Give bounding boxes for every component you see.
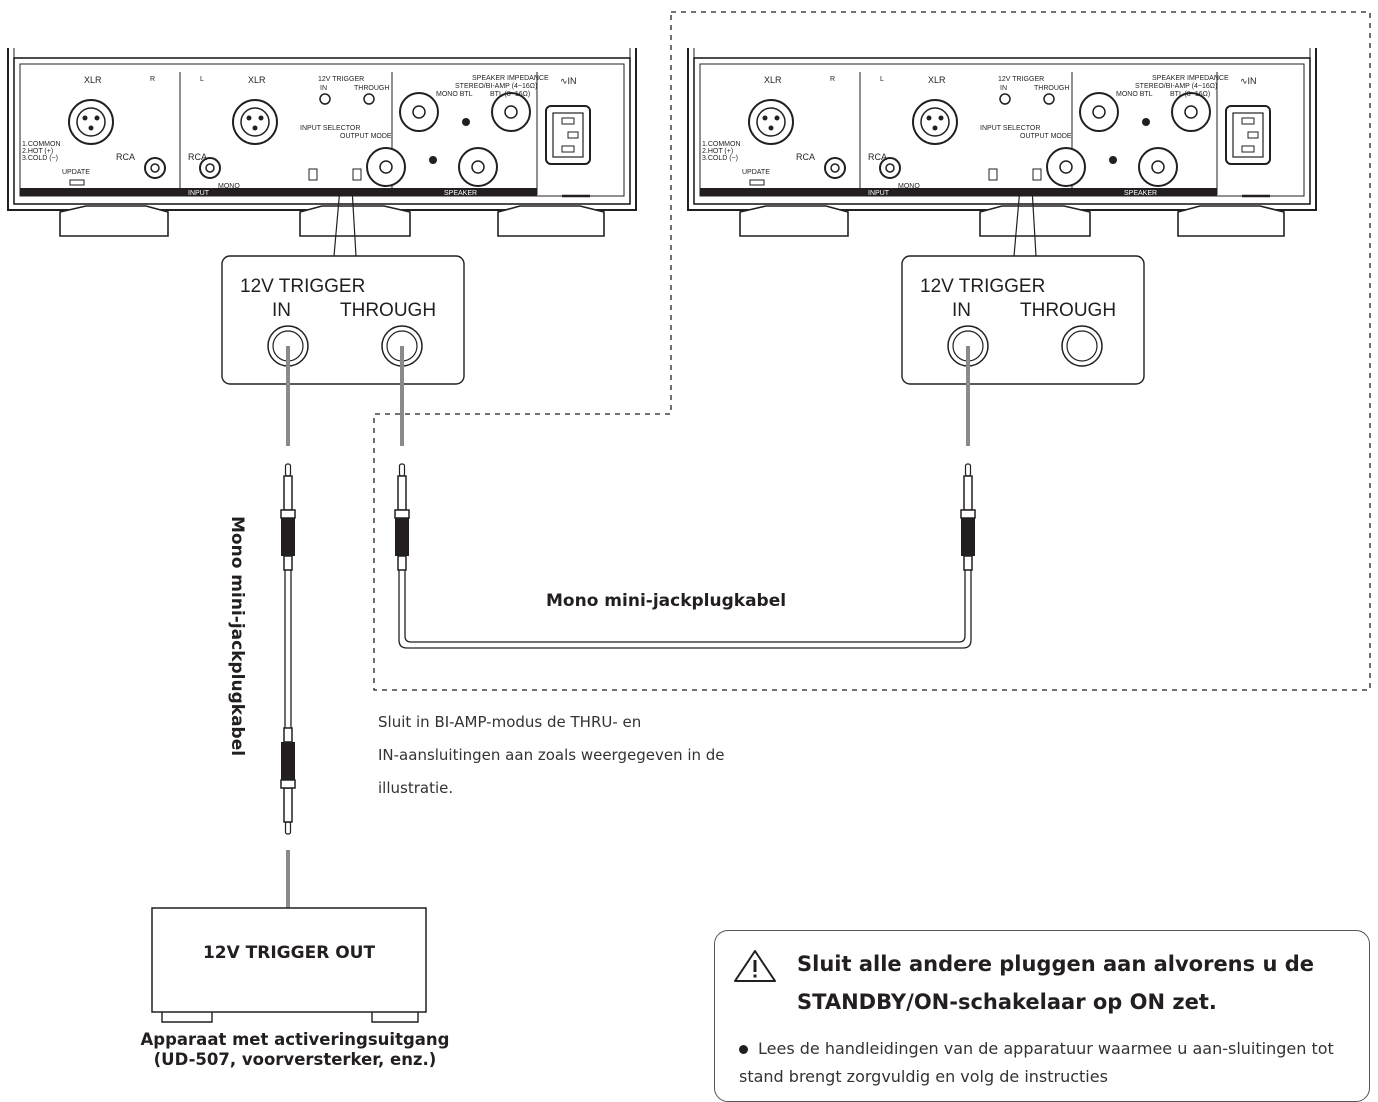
rca-label-l: RCA (868, 152, 887, 162)
cable-horizontal-label: Mono mini-jackplugkabel (546, 591, 786, 611)
warning-triangle-icon (734, 950, 776, 982)
plug-bottom-left (281, 728, 295, 834)
bullet-dot-icon (739, 1045, 748, 1054)
panel-trigger-label: 12V TRIGGER (998, 76, 1044, 83)
warning-bullet: Lees de handleidingen van de apparatuur … (739, 1035, 1359, 1091)
panel-through-label: THROUGH (1034, 85, 1069, 92)
xlr-label-r: XLR (84, 75, 102, 85)
trigger-callout-left: 12V TRIGGER IN THROUGH (221, 255, 465, 385)
output-mode-label: OUTPUT MODE (340, 133, 392, 140)
warning-title: Sluit alle andere pluggen aan alvorens u… (797, 952, 1314, 1014)
xlr-pin-2: 2.HOT (+) (702, 148, 733, 155)
callout-trigger-title: 12V TRIGGER (920, 276, 1045, 297)
trigger-callout-right: 12V TRIGGER IN THROUGH (901, 255, 1145, 385)
note-line-1: Sluit in BI-AMP-modus de THRU- en (378, 713, 642, 731)
trigger-source-device: 12V TRIGGER OUT (151, 907, 427, 1023)
amplifier-left-rear-panel: XLR R L XLR 12V TRIGGER IN THROUGH SPEAK… (6, 46, 638, 238)
device-caption-line-1: Apparaat met activeringsuitgang (140, 1030, 450, 1049)
callout-trigger-title: 12V TRIGGER (240, 276, 365, 297)
mono-btl-label: MONO BTL (1116, 91, 1153, 98)
ac-in-label: ∿IN (560, 76, 577, 86)
rca-label-r: RCA (796, 152, 815, 162)
xlr-label-r: XLR (764, 75, 782, 85)
warning-bullet-text: Lees de handleidingen van de apparatuur … (739, 1039, 1334, 1086)
biamp-note: Sluit in BI-AMP-modus de THRU- en IN-aan… (378, 706, 858, 805)
cable-vertical-label: Mono mini-jackplugkabel (227, 516, 247, 756)
xlr-label-l: XLR (928, 75, 946, 85)
speaker-impedance-label: SPEAKER IMPEDANCE (472, 75, 549, 82)
xlr-pin-3: 3.COLD (−) (22, 155, 58, 162)
cable-vertical (280, 463, 296, 834)
rca-label-r: RCA (116, 152, 135, 162)
channel-r-label: R (150, 76, 155, 83)
plug-right-in (960, 463, 976, 571)
callout-through-label: THROUGH (340, 300, 436, 321)
warning-box: Sluit alle andere pluggen aan alvorens u… (714, 930, 1370, 1102)
channel-l-label: L (880, 76, 884, 83)
panel-trigger-label: 12V TRIGGER (318, 76, 364, 83)
amplifier-right-rear-panel: XLR R L XLR 12V TRIGGER IN THROUGH SPEAK… (686, 46, 1318, 238)
callout-in-label: IN (272, 300, 291, 321)
input-bar-label: INPUT (868, 190, 890, 197)
callout-pointer-right (1013, 187, 1037, 257)
mono-label: MONO (218, 183, 240, 190)
input-selector-label: INPUT SELECTOR (300, 125, 360, 132)
biamp-boundary-dashed (373, 11, 1371, 691)
input-bar-label: INPUT (188, 190, 210, 197)
mono-label: MONO (898, 183, 920, 190)
update-label: UPDATE (742, 169, 770, 176)
stereo-biamp-label: STEREO/BI-AMP (4~16Ω) (1135, 83, 1217, 90)
panel-in-label: IN (1000, 85, 1007, 92)
output-mode-label: OUTPUT MODE (1020, 133, 1072, 140)
trigger-out-label: 12V TRIGGER OUT (203, 943, 376, 963)
device-caption: Apparaat met activeringsuitgang (UD-507,… (60, 1030, 530, 1070)
channel-r-label: R (830, 76, 835, 83)
btl-label: BTL (8~16Ω) (490, 91, 530, 98)
speaker-bar-label: SPEAKER (1124, 190, 1157, 197)
cable-u-shaped (394, 463, 976, 649)
rca-label-l: RCA (188, 152, 207, 162)
connection-lines (286, 346, 970, 912)
mono-btl-label: MONO BTL (436, 91, 473, 98)
xlr-pin-1: 1.COMMON (22, 141, 61, 148)
xlr-pin-3: 3.COLD (−) (702, 155, 738, 162)
input-selector-label: INPUT SELECTOR (980, 125, 1040, 132)
btl-label: BTL (8~16Ω) (1170, 91, 1210, 98)
device-caption-line-2: (UD-507, voorversterker, enz.) (153, 1050, 437, 1069)
note-line-2: IN-aansluitingen aan zoals weergegeven i… (378, 746, 725, 764)
xlr-pin-2: 2.HOT (+) (22, 148, 53, 155)
speaker-impedance-label: SPEAKER IMPEDANCE (1152, 75, 1229, 82)
panel-through-label: THROUGH (354, 85, 389, 92)
update-label: UPDATE (62, 169, 90, 176)
plug-top-left (280, 463, 296, 571)
stereo-biamp-label: STEREO/BI-AMP (4~16Ω) (455, 83, 537, 90)
speaker-bar-label: SPEAKER (444, 190, 477, 197)
panel-in-label: IN (320, 85, 327, 92)
note-line-3: illustratie. (378, 779, 454, 797)
callout-in-label: IN (952, 300, 971, 321)
plug-through (394, 463, 410, 571)
callout-pointer-left (333, 187, 357, 257)
callout-through-label: THROUGH (1020, 300, 1116, 321)
xlr-label-l: XLR (248, 75, 266, 85)
xlr-pin-1: 1.COMMON (702, 141, 741, 148)
ac-in-label: ∿IN (1240, 76, 1257, 86)
channel-l-label: L (200, 76, 204, 83)
